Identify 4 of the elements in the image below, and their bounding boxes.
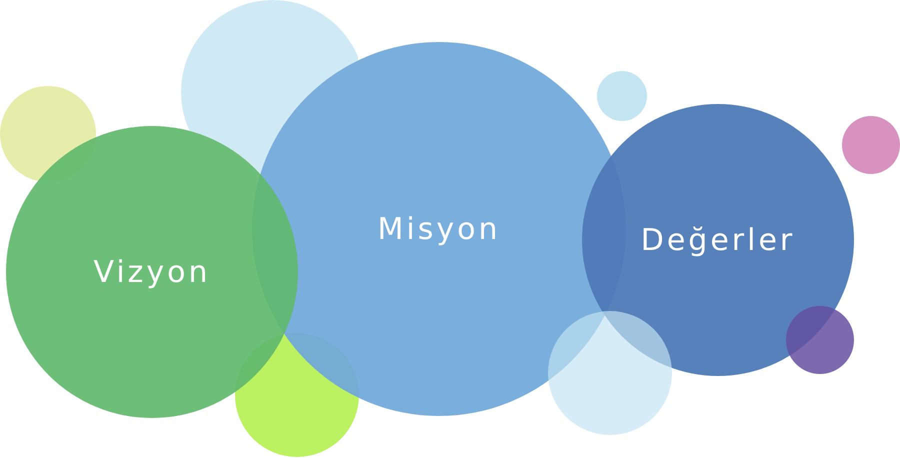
bubble-label: Değerler [640, 224, 796, 256]
bubble-label: Misyon [378, 212, 500, 246]
bubble-label: Vizyon [93, 256, 211, 288]
decorative-bubble [597, 71, 647, 121]
